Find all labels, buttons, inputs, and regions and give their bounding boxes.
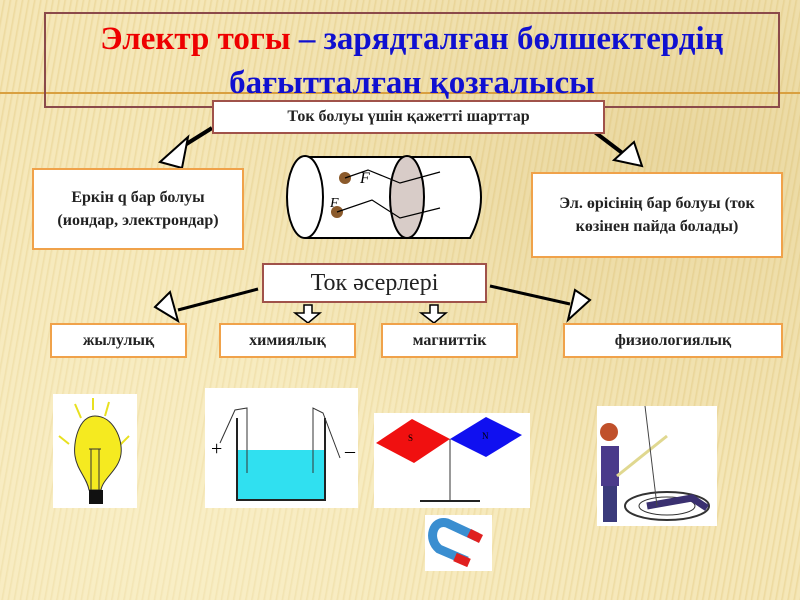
arrow-magn bbox=[418, 304, 449, 324]
effects-header: Ток әсерлері bbox=[262, 263, 487, 303]
effect-thermal: жылулық bbox=[50, 323, 187, 358]
force-label-2: F bbox=[330, 196, 339, 211]
arrow-right-line bbox=[590, 128, 627, 157]
arrow-left-head bbox=[157, 134, 190, 170]
south-pole-label: S bbox=[408, 433, 414, 443]
title-dash: – bbox=[290, 21, 324, 57]
arrow-physio-line bbox=[489, 284, 571, 306]
condition-electric-field: Эл. өрісінің бар болуы (ток көзінен пайд… bbox=[531, 172, 783, 258]
arrow-heat-line bbox=[177, 287, 259, 312]
compass-needle-icon: S N bbox=[374, 413, 530, 508]
effect-chemical: химиялық bbox=[219, 323, 356, 358]
decorative-line bbox=[0, 92, 800, 94]
effect-magnetic: магниттік bbox=[381, 323, 518, 358]
condition-free-charges: Еркін q бар болуы (иондар, электрондар) bbox=[32, 168, 244, 250]
arrow-chem bbox=[292, 304, 323, 324]
physiological-effect-icon bbox=[597, 406, 717, 526]
conditions-header: Ток болуы үшін қажетті шарттар bbox=[212, 100, 605, 134]
force-label: F bbox=[360, 170, 370, 187]
light-bulb-icon bbox=[53, 394, 137, 508]
electrolysis-icon: + – bbox=[205, 388, 358, 508]
title-term: Электр тогы bbox=[100, 21, 291, 57]
arrow-heat-head bbox=[153, 290, 180, 324]
plus-sign: + bbox=[211, 438, 223, 460]
horseshoe-magnet-icon bbox=[425, 515, 492, 571]
conductor-cylinder bbox=[286, 155, 482, 239]
north-pole-label: N bbox=[482, 431, 489, 441]
effect-physiological: физиологиялық bbox=[563, 323, 783, 358]
title-definition: зарядталған бөлшектердің бағытталған қоз… bbox=[229, 21, 724, 101]
arrow-right-head bbox=[611, 140, 644, 168]
minus-sign: – bbox=[345, 440, 355, 462]
arrow-physio-head bbox=[566, 288, 592, 323]
